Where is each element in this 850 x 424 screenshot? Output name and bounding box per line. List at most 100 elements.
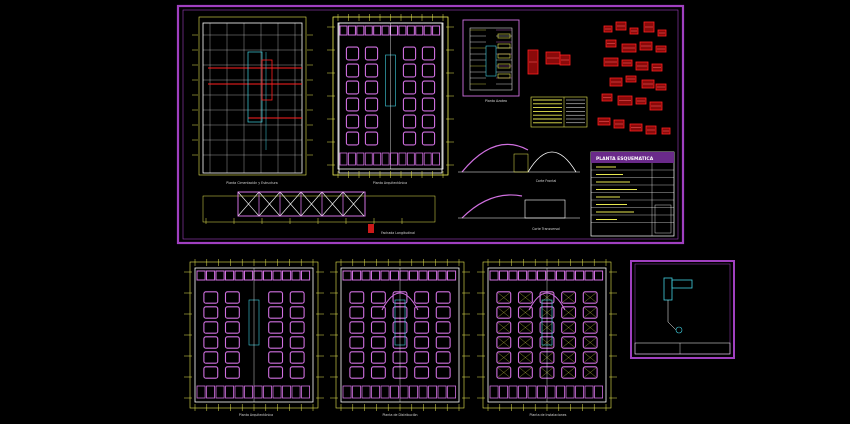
- room-symbol: [289, 291, 305, 304]
- room-symbol: [561, 351, 577, 364]
- room-symbol: [370, 321, 386, 334]
- room-cross: [519, 337, 532, 348]
- stall-bottom: [499, 385, 509, 399]
- stall-bottom: [381, 152, 390, 166]
- room-symbol: [370, 291, 386, 304]
- title-block: PLANTA ESQUEMATICA: [590, 151, 675, 237]
- room-symbol: [402, 46, 417, 61]
- room-symbol: [268, 336, 284, 349]
- room-symbol: [203, 291, 219, 304]
- elevation-view: Fachada Longitudinal: [202, 191, 436, 235]
- stall-top: [215, 270, 225, 281]
- truss-member: [300, 191, 323, 217]
- stall-top: [489, 270, 499, 281]
- elevation-caption: Fachada Longitudinal: [381, 231, 415, 235]
- room-cross: [497, 352, 510, 363]
- stall-bottom: [418, 385, 428, 399]
- stall-top: [381, 25, 390, 36]
- stall-top: [447, 270, 457, 281]
- symbol-legend: [527, 21, 671, 135]
- room-symbol: [203, 366, 219, 379]
- room-symbol: [345, 63, 360, 78]
- room-symbol: [370, 336, 386, 349]
- room-cross: [584, 292, 597, 303]
- stall-top: [342, 270, 352, 281]
- stall-top: [537, 270, 547, 281]
- room-symbol: [364, 131, 379, 146]
- plan-a-view: Planta Cimentación y Estructura: [192, 16, 313, 185]
- room-symbol: [435, 321, 451, 334]
- arch-curve: [381, 292, 419, 311]
- room-symbol: [517, 366, 533, 379]
- stall-bottom: [437, 385, 447, 399]
- room-symbol: [435, 366, 451, 379]
- stall-bottom: [196, 385, 206, 399]
- stall-top: [527, 270, 537, 281]
- plan-b-view: Planta Arquitectónica: [327, 14, 454, 185]
- stall-bottom: [234, 385, 244, 399]
- section-block: [497, 63, 511, 69]
- room-symbol: [496, 366, 512, 379]
- plan-b-caption: Planta Arquitectónica: [373, 181, 407, 185]
- room-cross: [562, 367, 575, 378]
- stall-bottom: [423, 152, 432, 166]
- stall-bottom: [244, 385, 254, 399]
- stall-bottom: [546, 385, 556, 399]
- truss-member: [258, 191, 281, 217]
- title-block-stamp: [654, 204, 672, 234]
- stall-top: [225, 270, 235, 281]
- stall-bottom: [380, 385, 390, 399]
- room-symbol: [517, 336, 533, 349]
- stall-top: [584, 270, 594, 281]
- room-symbol: [345, 46, 360, 61]
- room-symbol: [289, 336, 305, 349]
- stall-top: [356, 25, 365, 36]
- room-symbol: [561, 336, 577, 349]
- room-symbol: [582, 366, 598, 379]
- room-symbol: [224, 291, 240, 304]
- section-block: [497, 73, 511, 79]
- room-symbol: [435, 336, 451, 349]
- stall-bottom: [352, 385, 362, 399]
- room-symbol: [370, 366, 386, 379]
- stall-bottom: [225, 385, 235, 399]
- stall-bottom: [584, 385, 594, 399]
- room-symbol: [414, 351, 430, 364]
- main-sheet-border: [176, 4, 685, 245]
- stall-bottom: [348, 152, 356, 166]
- section-detail-caption: Planta Azotea: [485, 99, 507, 103]
- room-symbol: [582, 336, 598, 349]
- stall-bottom: [565, 385, 575, 399]
- room-cross: [562, 292, 575, 303]
- stall-top: [575, 270, 585, 281]
- stall-bottom: [301, 385, 311, 399]
- stall-top: [361, 270, 371, 281]
- stall-bottom: [361, 385, 371, 399]
- room-symbol: [349, 306, 365, 319]
- room-symbol: [364, 97, 379, 112]
- room-symbol: [345, 114, 360, 129]
- room-symbol: [345, 131, 360, 146]
- room-symbol: [414, 306, 430, 319]
- room-symbol: [561, 366, 577, 379]
- room-symbol: [349, 366, 365, 379]
- room-symbol: [435, 351, 451, 364]
- room-symbol: [582, 306, 598, 319]
- stall-bottom: [537, 385, 547, 399]
- room-cross: [497, 307, 510, 318]
- stall-top: [380, 270, 390, 281]
- stall-top: [499, 270, 509, 281]
- room-cross: [584, 367, 597, 378]
- stall-bottom: [390, 385, 400, 399]
- stall-bottom: [263, 385, 273, 399]
- room-symbol: [203, 321, 219, 334]
- room-symbol: [224, 351, 240, 364]
- plan-d-caption: Planta de Distribución: [382, 413, 417, 417]
- stall-bottom: [215, 385, 225, 399]
- stall-bottom: [282, 385, 292, 399]
- stall-top: [432, 25, 441, 36]
- stall-bottom: [291, 385, 301, 399]
- stall-top: [398, 25, 407, 36]
